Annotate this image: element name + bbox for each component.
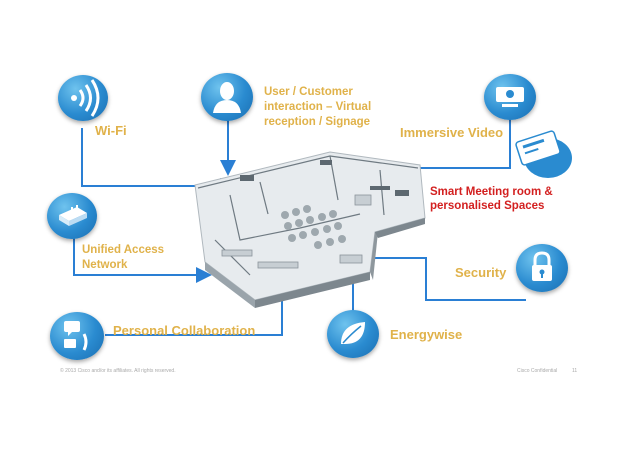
- immersive-video-icon[interactable]: [484, 74, 536, 120]
- unified-access-label: Unified Access Network: [82, 244, 165, 271]
- footer-page-number: 11: [572, 368, 578, 374]
- footer-copyright: © 2013 Cisco and/or its affiliates. All …: [60, 368, 176, 374]
- security-label: Security: [455, 265, 507, 280]
- user-interaction-label: User / Customer interaction – Virtual re…: [264, 86, 372, 128]
- lock-icon[interactable]: [516, 244, 568, 292]
- immersive-video-label: Immersive Video: [400, 125, 504, 140]
- network-switch-icon[interactable]: [47, 193, 97, 239]
- energywise-label: Energywise: [390, 327, 463, 342]
- collaboration-icon[interactable]: [50, 312, 104, 360]
- smart-card-icon[interactable]: [514, 126, 574, 178]
- wifi-icon[interactable]: [58, 75, 108, 121]
- leaf-icon[interactable]: [327, 310, 379, 358]
- footer-brand: Cisco Confidential: [517, 368, 558, 374]
- wifi-label: Wi-Fi: [95, 123, 127, 138]
- personal-collab-label: Personal Collaboration: [113, 323, 256, 338]
- smart-meeting-label: Smart Meeting room & personalised Spaces: [430, 186, 553, 212]
- user-avatar-icon[interactable]: [201, 73, 253, 121]
